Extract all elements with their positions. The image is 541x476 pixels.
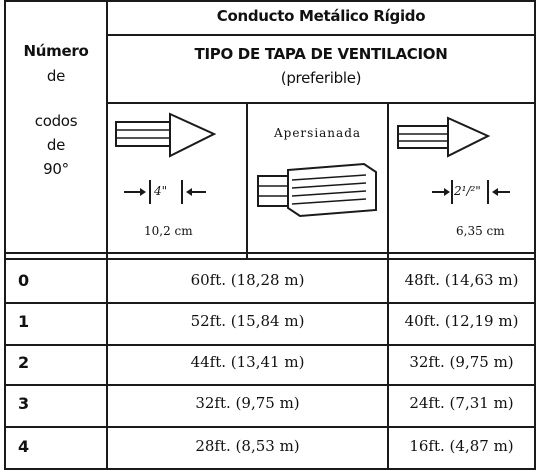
elbow-count: 4 <box>18 437 30 456</box>
length-2-5in: 48ft. (14,63 m) <box>404 271 519 289</box>
elbow-count: 2 <box>18 353 30 372</box>
row-divider <box>4 426 536 428</box>
length-2-5in: 40ft. (12,19 m) <box>404 312 519 330</box>
row-divider <box>4 384 536 386</box>
col1-metric-label: 10,2 cm <box>144 224 193 238</box>
row-header-line: 90° <box>43 160 69 178</box>
table-subtitle-note: (preferible) <box>280 69 362 87</box>
width-dimension-icon <box>432 180 510 204</box>
length-4in: 32ft. (9,75 m) <box>195 394 300 412</box>
elbow-count: 0 <box>18 271 30 290</box>
table-border-bottom <box>4 468 536 470</box>
length-4in: 44ft. (13,41 m) <box>190 353 305 371</box>
header-divider-a <box>4 252 536 254</box>
vent-length-table: Conducto Metálico Rígido TIPO DE TAPA DE… <box>4 0 536 470</box>
length-2-5in: 24ft. (7,31 m) <box>409 394 514 412</box>
subtitle-divider <box>106 102 536 104</box>
row-header-line: Número <box>23 42 89 60</box>
vent-cap-arrow-icon <box>115 112 217 158</box>
column-divider-1 <box>106 0 108 470</box>
louvered-vent-icon <box>257 162 377 218</box>
table-title: Conducto Metálico Rígido <box>216 7 426 25</box>
table-border-top <box>4 0 536 2</box>
row-header-line: de <box>46 67 66 85</box>
title-divider <box>106 34 536 36</box>
vent-cap-arrow-icon <box>397 116 491 158</box>
row-divider <box>4 344 536 346</box>
row-header-line: codos <box>34 112 78 130</box>
col1-width-label: 4" <box>154 184 168 198</box>
length-4in: 60ft. (18,28 m) <box>190 271 305 289</box>
length-4in: 28ft. (8,53 m) <box>195 437 300 455</box>
length-4in: 52ft. (15,84 m) <box>190 312 305 330</box>
row-divider <box>4 302 536 304</box>
column-divider-2 <box>246 102 248 258</box>
table-border-left <box>4 0 6 470</box>
length-2-5in: 32ft. (9,75 m) <box>409 353 514 371</box>
col3-metric-label: 6,35 cm <box>456 224 505 238</box>
width-dimension-icon <box>124 180 206 204</box>
col2-label: Apersianada <box>273 126 362 140</box>
row-header-line: de <box>46 136 66 154</box>
elbow-count: 1 <box>18 312 30 331</box>
length-2-5in: 16ft. (4,87 m) <box>409 437 514 455</box>
table-border-right <box>534 0 536 470</box>
table-subtitle: TIPO DE TAPA DE VENTILACION <box>194 45 448 63</box>
header-divider-b <box>4 258 536 260</box>
elbow-count: 3 <box>18 394 30 413</box>
column-divider-3 <box>387 102 389 470</box>
col3-width-label: 2¹/²" <box>454 184 481 198</box>
